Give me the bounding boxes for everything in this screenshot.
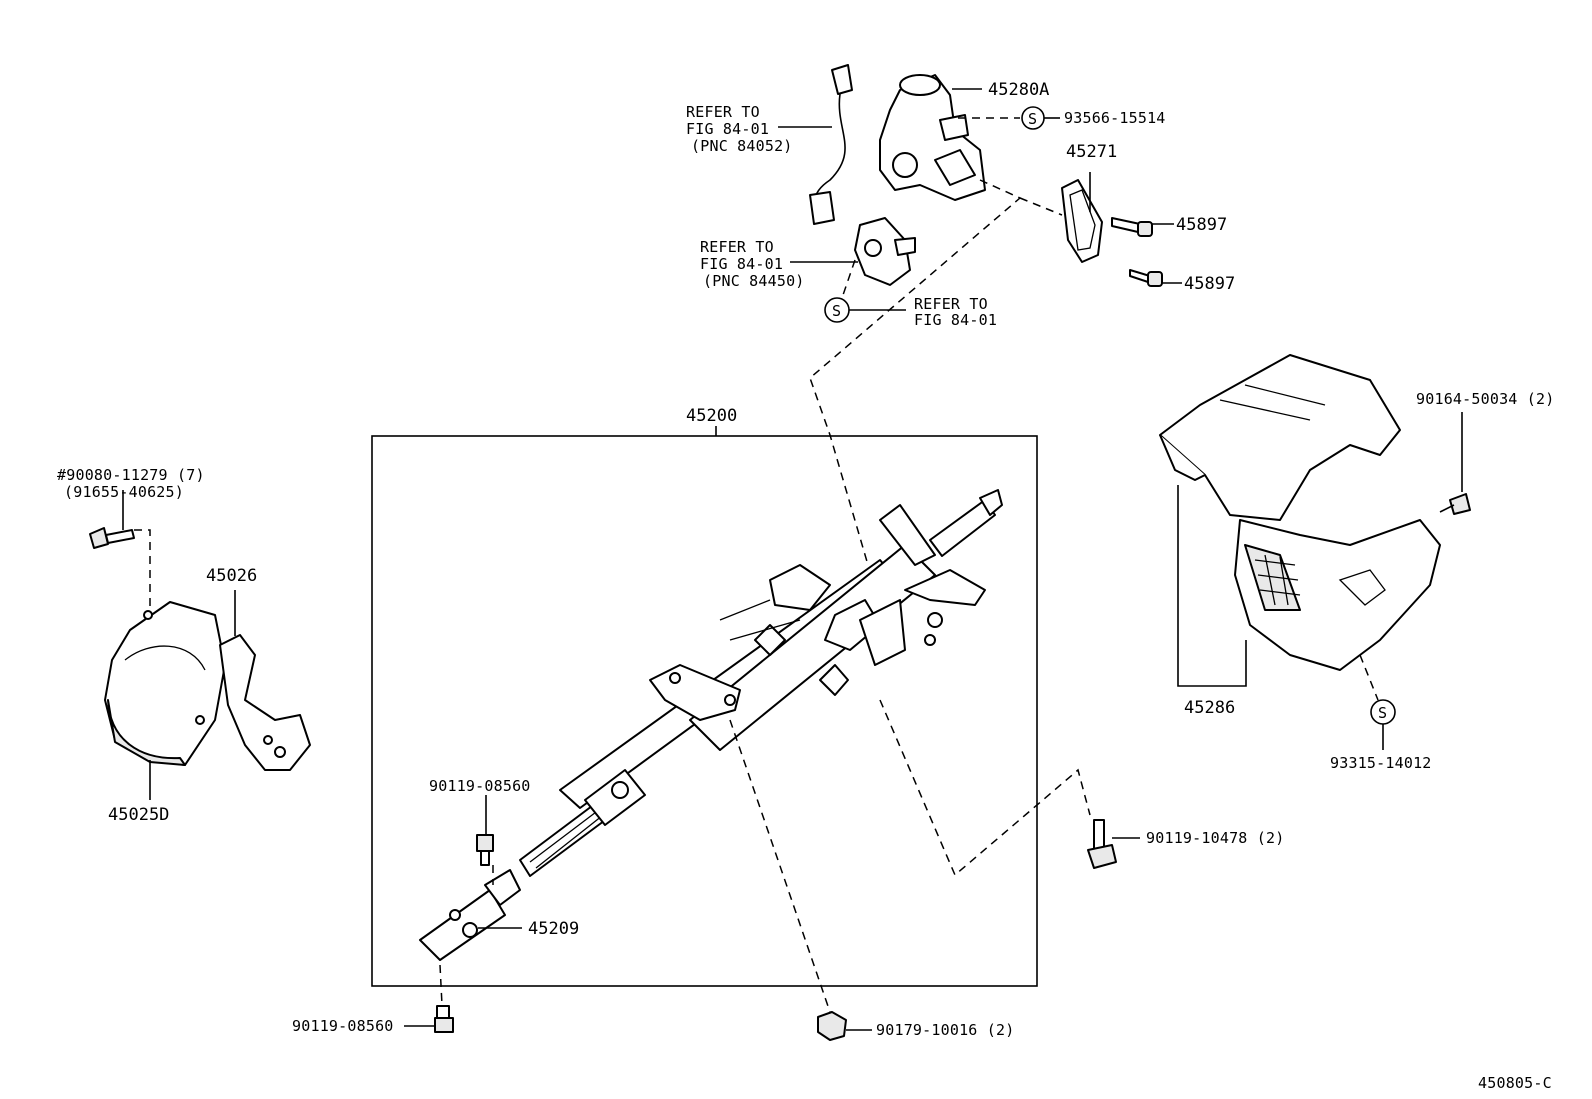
column-cover-45286 <box>1159 354 1441 671</box>
label-93315-14012: 93315-14012 <box>1330 754 1432 772</box>
assembly-box <box>371 435 1038 987</box>
label-90164-50034: 90164-50034 (2) <box>1416 390 1554 408</box>
label-45280A: 45280A <box>988 80 1049 100</box>
svg-text:S: S <box>1028 110 1037 128</box>
ignition-switch-harness <box>809 64 853 225</box>
label-45026: 45026 <box>206 566 257 586</box>
label-90119-08560-top: 90119-08560 <box>429 777 531 795</box>
refer3-line1: REFER TO <box>914 295 988 313</box>
svg-text:S: S <box>832 302 841 320</box>
bolt-90119-08560-bottom <box>434 1005 454 1033</box>
steering-column <box>519 489 1003 877</box>
label-93566-15514: 93566-15514 <box>1064 109 1166 127</box>
label-45897-lower: 45897 <box>1184 274 1235 294</box>
cover-45271 <box>1061 179 1103 263</box>
refer2-line2: FIG 84-01 <box>700 255 783 273</box>
screw-90080-11279 <box>89 527 135 549</box>
intermediate-shaft-45209 <box>419 869 521 961</box>
bracket-45026 <box>219 634 311 771</box>
lock-housing-45280A <box>879 74 986 201</box>
boot-cover-45025D <box>104 601 226 766</box>
bolt-90119-10478 <box>1087 819 1117 869</box>
screw-90164-50034 <box>1439 493 1471 515</box>
assembly-label: 45200 <box>686 406 737 426</box>
refer2-line1: REFER TO <box>700 238 774 256</box>
label-45025D: 45025D <box>108 805 169 825</box>
refer3-line2: FIG 84-01 <box>914 311 997 329</box>
label-91655-40625: (91655-40625) <box>64 483 184 501</box>
label-45286: 45286 <box>1184 698 1235 718</box>
label-45271: 45271 <box>1066 142 1117 162</box>
screw-45897-upper <box>1111 217 1153 237</box>
label-90119-08560-bottom: 90119-08560 <box>292 1017 394 1035</box>
refer1-line3: (PNC 84052) <box>691 137 793 155</box>
key-interlock-solenoid <box>854 217 916 286</box>
label-45209: 45209 <box>528 919 579 939</box>
nut-90179-10016 <box>817 1011 847 1041</box>
label-90179-10016: 90179-10016 (2) <box>876 1021 1014 1039</box>
svg-text:S: S <box>1378 704 1387 722</box>
label-90119-10478: 90119-10478 (2) <box>1146 829 1284 847</box>
label-90080-11279: #90080-11279 (7) <box>57 466 205 484</box>
figure-code: 450805-C <box>1478 1074 1552 1092</box>
refer2-line3: (PNC 84450) <box>703 272 805 290</box>
bolt-90119-08560-top <box>476 834 494 866</box>
screw-45897-lower <box>1129 269 1163 287</box>
refer1-line2: FIG 84-01 <box>686 120 769 138</box>
label-45897-upper: 45897 <box>1176 215 1227 235</box>
refer1-line1: REFER TO <box>686 103 760 121</box>
